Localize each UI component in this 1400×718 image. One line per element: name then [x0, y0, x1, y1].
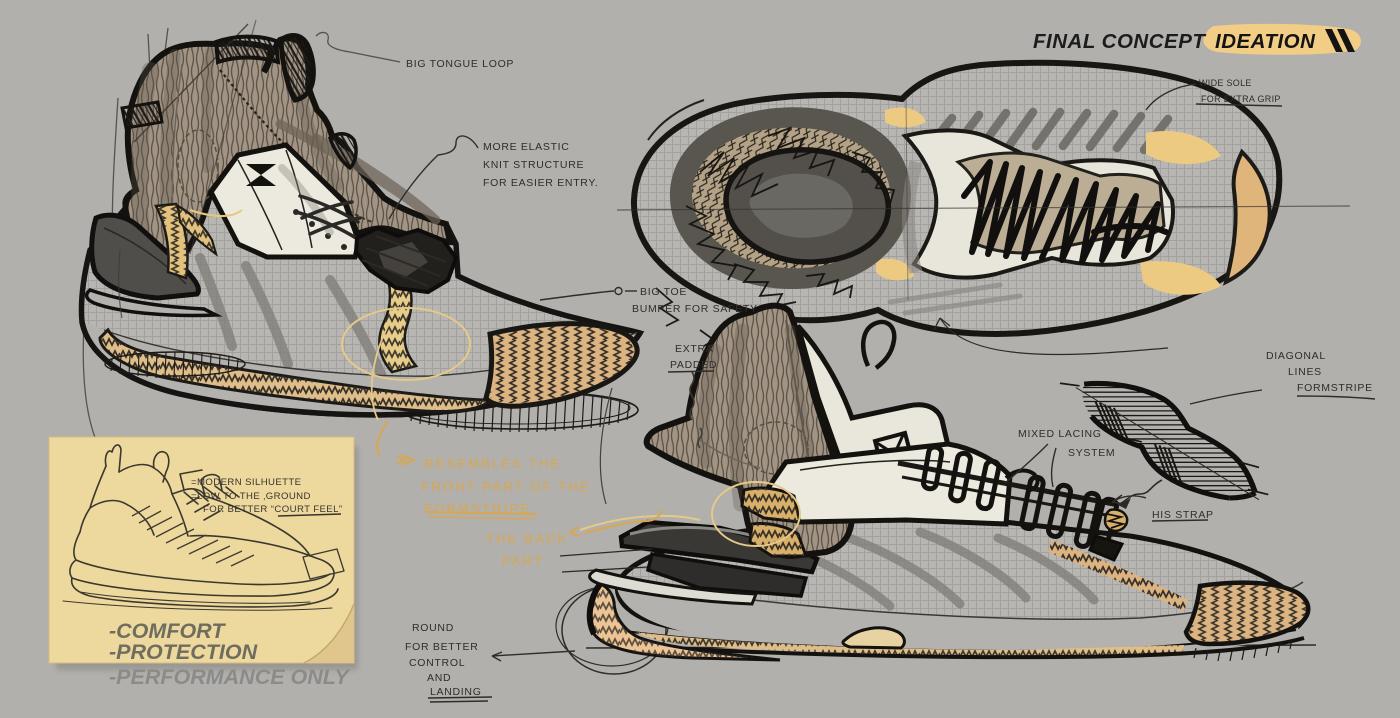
svg-text:HIS STRAP: HIS STRAP	[1152, 509, 1214, 521]
svg-text:FOR BETTER: FOR BETTER	[405, 641, 479, 653]
svg-text:THE BACK: THE BACK	[486, 531, 569, 546]
svg-text:MORE ELASTIC: MORE ELASTIC	[483, 141, 570, 153]
svg-text:LINES: LINES	[1288, 366, 1322, 378]
svg-text:WIDE SOLE: WIDE SOLE	[1199, 78, 1252, 88]
svg-text:AND: AND	[427, 672, 451, 684]
svg-text:EXTRA: EXTRA	[675, 343, 714, 355]
svg-text:=LOW TO THE ‚GROUND: =LOW TO THE ‚GROUND	[191, 491, 311, 502]
svg-text:FORMSTRIPE: FORMSTRIPE	[1297, 382, 1373, 394]
svg-text:CONTROL: CONTROL	[409, 657, 465, 669]
svg-text:FOR EXTRA GRIP: FOR EXTRA GRIP	[1201, 94, 1281, 104]
svg-text:BIG TONGUE LOOP: BIG TONGUE LOOP	[406, 58, 514, 70]
svg-text:FINAL CONCEPT: FINAL CONCEPT	[1033, 30, 1206, 53]
svg-text:PADDED: PADDED	[670, 359, 717, 371]
svg-text:ROUND: ROUND	[412, 622, 454, 634]
svg-text:FRONT PART OF THE: FRONT PART OF THE	[421, 479, 591, 494]
svg-text:PART: PART	[502, 553, 544, 568]
svg-text:LANDING: LANDING	[430, 686, 482, 698]
svg-text:RESEMBLES THE: RESEMBLES THE	[424, 456, 561, 471]
svg-text:-COMFORT: -COMFORT	[109, 619, 226, 643]
svg-text:DIAGONAL: DIAGONAL	[1266, 350, 1326, 362]
svg-text:MIXED LACING: MIXED LACING	[1018, 428, 1102, 440]
svg-text:KNIT STRUCTURE: KNIT STRUCTURE	[483, 159, 584, 171]
svg-text:SYSTEM: SYSTEM	[1068, 447, 1115, 459]
svg-text:-PROTECTION: -PROTECTION	[109, 640, 258, 664]
svg-text:IDEATION: IDEATION	[1215, 30, 1316, 53]
svg-text:=MODERN SILHUETTE: =MODERN SILHUETTE	[191, 477, 301, 488]
svg-text:BUMPER FOR SAFETY: BUMPER FOR SAFETY	[632, 303, 758, 315]
svg-text:FOR EASIER ENTRY.: FOR EASIER ENTRY.	[483, 177, 598, 189]
svg-text:BIG TOE: BIG TOE	[640, 286, 687, 298]
svg-text:FOR BETTER “COURT FEEL”: FOR BETTER “COURT FEEL”	[203, 504, 342, 515]
svg-text:-PERFORMANCE ONLY: -PERFORMANCE ONLY	[109, 665, 350, 689]
